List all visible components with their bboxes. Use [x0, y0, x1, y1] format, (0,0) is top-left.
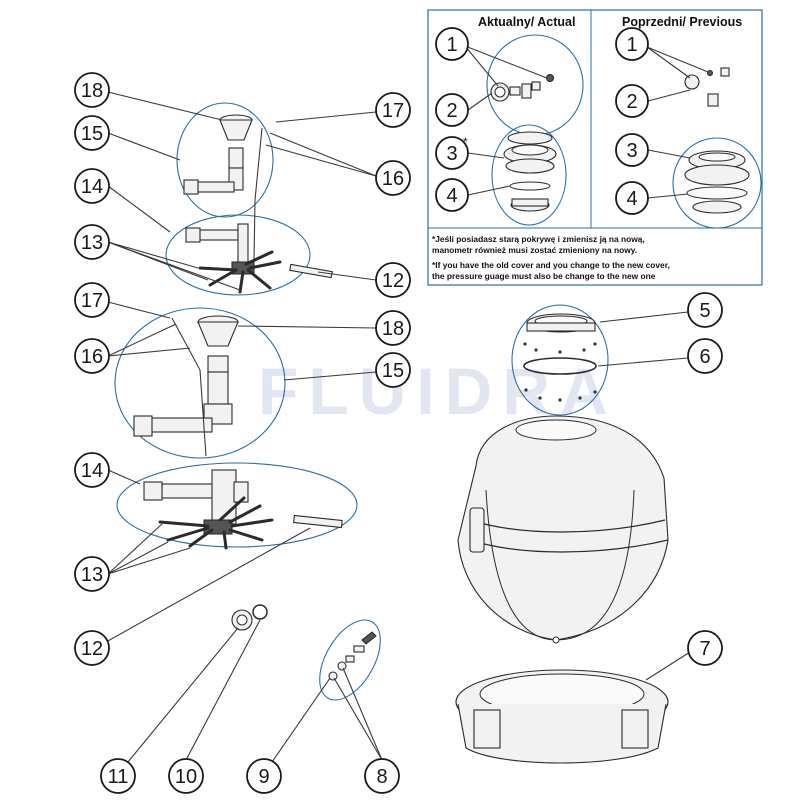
svg-text:11: 11	[108, 766, 129, 788]
inset-previous-callout-4: 4	[615, 181, 689, 215]
inset-previous-gauge-icon	[684, 67, 730, 107]
lower-funnel-part	[133, 315, 239, 457]
inset-header-actual: Aktualny/ Actual	[478, 15, 575, 29]
callout-13-upper: 13	[74, 224, 241, 291]
svg-text:18: 18	[382, 318, 404, 340]
svg-text:12: 12	[382, 270, 404, 292]
callout-10: 10	[168, 619, 261, 794]
inset-actual-gauge-icon	[490, 74, 554, 102]
svg-text:10: 10	[175, 766, 197, 788]
callout-13-lower: 13	[74, 523, 191, 592]
callout-12-upper: 12	[317, 262, 411, 298]
part-8-9-gauge-fittings	[328, 631, 377, 681]
filter-tank: 5 6 7	[455, 292, 723, 764]
part-6-oring	[523, 357, 597, 375]
lower-group-ellipse-top	[114, 307, 286, 459]
svg-text:9: 9	[258, 766, 269, 788]
svg-text:8: 8	[376, 766, 387, 788]
svg-text:16: 16	[382, 168, 404, 190]
callout-17-mid: 17	[74, 282, 171, 319]
callout-16-mid: 16	[74, 323, 191, 374]
inset-actual-group-bottom	[491, 124, 567, 226]
inset-previous-callout-2: 2	[615, 84, 691, 118]
inset-frame	[427, 9, 763, 286]
inset-note-line-1: *Jeśli posiadasz starą pokrywę i zmienis…	[432, 234, 645, 244]
callout-14-upper: 14	[74, 168, 171, 233]
svg-text:17: 17	[81, 290, 103, 312]
callout-7: 7	[645, 630, 723, 681]
svg-text:16: 16	[81, 346, 103, 368]
part-5-cover-ring	[526, 313, 596, 333]
callout-11: 11	[100, 627, 239, 794]
svg-text:14: 14	[81, 460, 103, 482]
svg-text:1: 1	[446, 34, 457, 56]
inset-previous-callout-3: 3	[615, 133, 691, 167]
svg-text:3: 3	[626, 140, 637, 162]
callout-17-upper: 17	[275, 92, 411, 128]
inset-note-line-3: *If you have the old cover and you chang…	[432, 260, 670, 270]
svg-text:2: 2	[446, 100, 457, 122]
inset-note-line-4: the pressure guage must also be change t…	[432, 271, 656, 281]
svg-text:12: 12	[81, 638, 103, 660]
part-10-nut	[231, 609, 253, 631]
part-7-tank-base	[455, 669, 669, 764]
svg-text:7: 7	[699, 638, 710, 660]
inset-note-line-2: manometr również musi zostać zmieniony n…	[432, 245, 637, 255]
inset-actual-callout-4: 4	[435, 178, 511, 212]
cover-group-ellipse	[511, 304, 609, 416]
svg-text:13: 13	[81, 564, 103, 586]
svg-text:3: 3	[446, 143, 457, 165]
svg-text:*: *	[463, 135, 468, 149]
callout-14-lower: 14	[74, 452, 141, 488]
inset-actual-cover-icon	[503, 131, 557, 212]
cover-screws	[523, 342, 597, 402]
inset-actual-callout-2: 2	[435, 92, 493, 127]
inset-previous-cover-icon	[684, 150, 750, 214]
upper-group-ellipse-base	[165, 214, 311, 296]
callout-8: 8	[333, 667, 400, 794]
callout-16-upper: 16	[265, 132, 411, 196]
lower-assembly: 17 16 18 15 14 13	[74, 282, 411, 666]
svg-text:1: 1	[626, 34, 637, 56]
part-11-oring	[252, 604, 268, 620]
svg-text:15: 15	[382, 360, 404, 382]
lower-base-part	[143, 469, 343, 550]
inset-panel: Aktualny/ Actual Poprzedni/ Previous	[427, 9, 763, 286]
callout-6: 6	[597, 338, 723, 374]
inset-previous-group-bottom	[672, 137, 762, 229]
inset-actual-callout-1: 1	[435, 27, 548, 87]
svg-text:15: 15	[81, 123, 103, 145]
svg-text:4: 4	[626, 188, 637, 210]
upper-assembly: 18 15 17 16 14 13	[74, 72, 411, 298]
inset-header-previous: Poprzedni/ Previous	[622, 15, 742, 29]
callout-9: 9	[246, 677, 331, 794]
svg-text:18: 18	[81, 80, 103, 102]
upper-funnel-part	[183, 114, 263, 261]
svg-text:6: 6	[699, 346, 710, 368]
small-parts: 11 10 9 8	[100, 604, 400, 794]
tank-body	[457, 415, 669, 644]
callout-5: 5	[599, 292, 723, 328]
callout-15-upper: 15	[74, 115, 181, 161]
inset-actual-callout-3: 3 *	[435, 135, 505, 170]
lower-group-ellipse-base	[116, 462, 358, 548]
callout-12-lower: 12	[74, 527, 311, 666]
inset-previous-callout-1: 1	[615, 27, 709, 79]
svg-text:2: 2	[626, 91, 637, 113]
callout-15-mid: 15	[283, 352, 411, 388]
gauge-small-parts-ellipse	[319, 619, 381, 701]
svg-text:4: 4	[446, 185, 457, 207]
callout-18-upper: 18	[74, 72, 223, 121]
svg-text:5: 5	[699, 300, 710, 322]
callout-18-mid: 18	[237, 310, 411, 346]
svg-text:14: 14	[81, 176, 103, 198]
upper-group-ellipse-top	[176, 102, 274, 218]
svg-text:17: 17	[382, 100, 404, 122]
svg-text:13: 13	[81, 232, 103, 254]
upper-base-part	[185, 223, 333, 294]
